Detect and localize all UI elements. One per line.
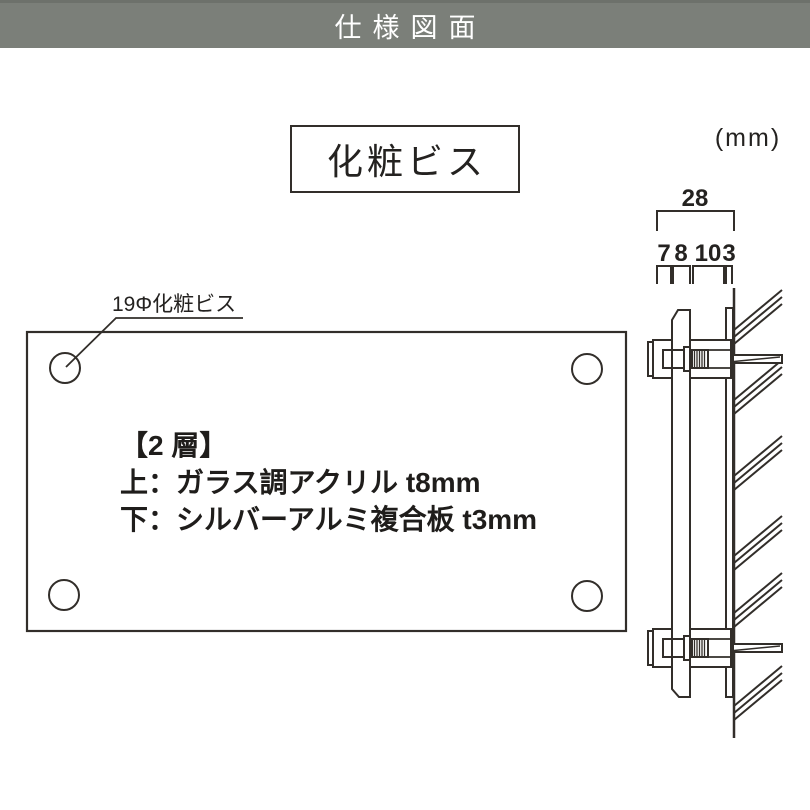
dim-bracket-8 <box>672 265 691 284</box>
dim-layer-3-label: 3 <box>722 240 735 267</box>
unit-label: (mm) <box>715 124 781 152</box>
wall-anchor-taper <box>733 645 781 652</box>
thread-hatch <box>693 350 706 368</box>
front-view <box>25 317 628 633</box>
acrylic-layer-section <box>671 309 691 698</box>
screw-assembly-top <box>647 339 783 379</box>
spec-text-block: 【2 層】 上：ガラス調アクリル t8mm 下：シルバーアルミ複合板 t3mm <box>120 427 537 538</box>
spec-line-top-layer: 上：ガラス調アクリル t8mm <box>120 467 481 498</box>
wall-hatch-group-5 <box>733 572 783 628</box>
spec-line-layers-title: 【2 層】 <box>120 430 228 461</box>
dim-layer-7-label: 7 <box>657 240 670 267</box>
dim-layer-8-label: 8 <box>674 240 687 267</box>
wall-hatch-group-1 <box>733 289 783 345</box>
wall-hatch-group-4 <box>733 515 783 571</box>
wall-hatching <box>733 289 783 721</box>
dim-total-bracket <box>656 210 735 231</box>
screw-hole-bottom-right <box>571 580 603 612</box>
screw-head-inner <box>662 349 673 369</box>
dim-layer-10-label: 10 <box>695 240 722 267</box>
screw-hole-bottom-left <box>48 579 80 611</box>
dim-total-label: 28 <box>682 185 709 212</box>
plate-outline <box>25 330 628 633</box>
washer <box>683 346 691 372</box>
washer <box>683 635 691 661</box>
wall-hatch-group-2 <box>733 359 783 415</box>
callout-leader-line <box>65 317 243 368</box>
page-title: 仕様図面 <box>334 13 487 43</box>
thread-hatch <box>693 639 706 657</box>
screw-hole-top-right <box>571 353 603 385</box>
dim-bracket-10 <box>692 265 725 284</box>
part-label-box: 化粧ビス <box>290 125 520 193</box>
dim-layer-brackets <box>656 265 733 284</box>
barrel-bore-lines <box>708 349 731 369</box>
dim-bracket-3 <box>725 265 733 284</box>
wall-hatch-group-6 <box>733 665 783 721</box>
spec-line-bottom-layer: 下：シルバーアルミ複合板 t3mm <box>120 504 538 535</box>
aluminum-layer-section <box>725 307 734 698</box>
wall-hatch-group-3 <box>733 435 783 491</box>
section-view: 28 7 8 10 3 <box>647 185 783 738</box>
dim-bracket-7 <box>656 265 672 284</box>
header-bar: 仕様図面 <box>0 0 810 48</box>
screw-head-inner <box>662 638 673 658</box>
wall-anchor-taper <box>733 356 781 363</box>
barrel-bore-lines <box>708 638 731 658</box>
screw-assembly-bottom <box>647 628 783 668</box>
callout-label: 19Φ化粧ビス <box>112 293 236 316</box>
part-label: 化粧ビス <box>326 141 487 182</box>
screw-hole-top-left <box>49 352 81 384</box>
